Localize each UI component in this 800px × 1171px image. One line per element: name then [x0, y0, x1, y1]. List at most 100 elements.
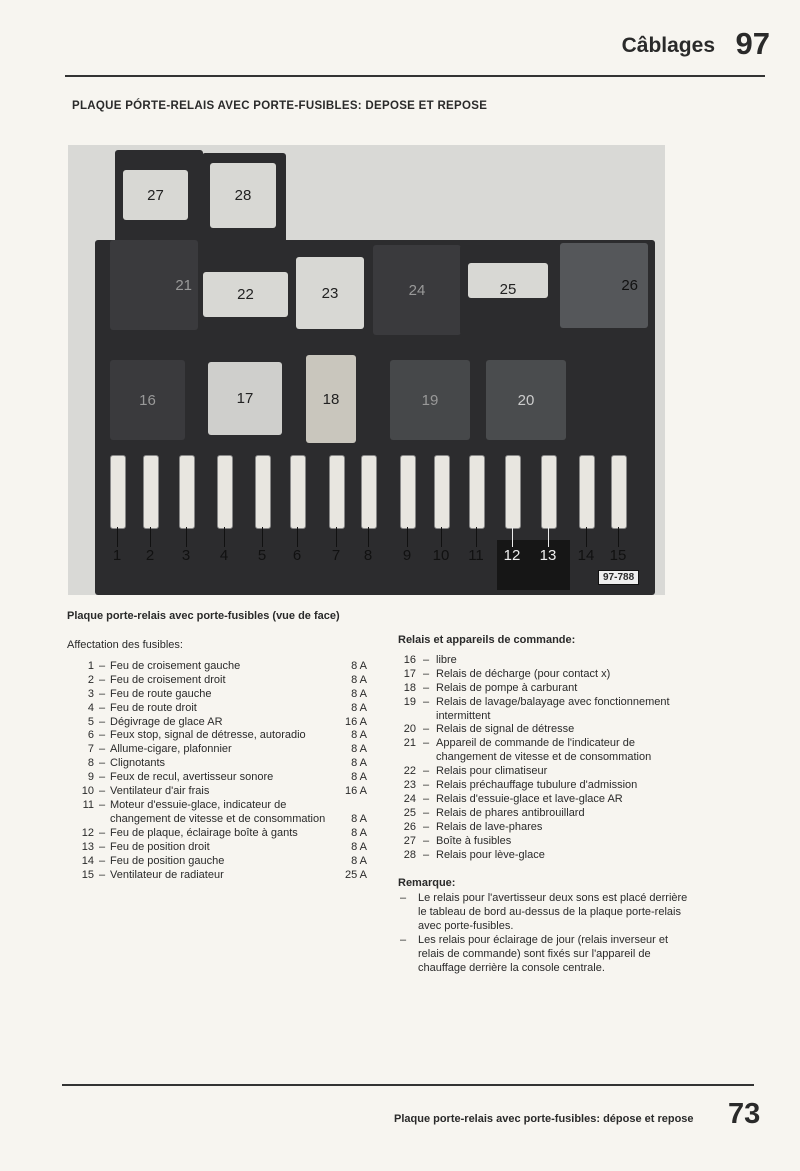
- relay-27: 27: [123, 170, 188, 220]
- fuse-13: [541, 455, 557, 529]
- relay-26: 26: [560, 243, 648, 328]
- remark-item: –Le relais pour l'avertisseur deux sons …: [400, 892, 718, 934]
- fuse-description: Dégivrage de glace AR: [110, 715, 223, 728]
- fuse-description: Feu de croisement droit: [110, 673, 226, 686]
- fuse-amperage: 8 A: [351, 771, 367, 784]
- fuse-number: 14: [81, 854, 94, 867]
- relay-28: 28: [210, 163, 276, 228]
- relay-number: 20: [403, 723, 416, 736]
- relay-description: Relais d'essuie-glace et lave-glace AR: [436, 792, 623, 805]
- relay-row: 27– Boîte à fusibles: [398, 835, 718, 849]
- relay-description: Relais de phares antibrouillard: [436, 806, 585, 819]
- fuse-leader-line: [150, 527, 151, 547]
- fuse-amperage: 8 A: [351, 812, 367, 825]
- relay-20: 20: [486, 360, 566, 440]
- fuse-description: Feu de position gauche: [110, 854, 225, 867]
- fuse-number-label: 7: [331, 547, 341, 564]
- fuse-amperage: 8 A: [351, 659, 367, 672]
- fuse-4: [217, 455, 233, 529]
- fuse-row: 12– Feu de plaque, éclairage boîte à gan…: [67, 827, 367, 841]
- fuse-amperage: 16 A: [344, 785, 367, 798]
- relay-description: Relais de lave-phares: [436, 820, 543, 833]
- relay-number: 17: [403, 667, 416, 680]
- fuse-description: Ventilateur d'air frais: [110, 785, 210, 798]
- fuse-number: 5: [87, 715, 94, 728]
- fuse-number-label: 9: [402, 547, 412, 564]
- relay-description: Relais de lavage/balayage avec fonctionn…: [436, 695, 670, 722]
- fuse-description: Clignotants: [110, 757, 166, 770]
- section-title: PLAQUE PÓRTE-RELAIS AVEC PORTE-FUSIBLES:…: [72, 100, 488, 112]
- fuse-row: 3– Feu de route gauche 8 A: [67, 688, 367, 702]
- fuse-number-label: 13: [539, 547, 557, 564]
- fuse-number: 10: [81, 785, 94, 798]
- fuse-leader-line: [262, 527, 263, 547]
- relay-list-heading: Relais et appareils de commande:: [398, 634, 576, 646]
- relay-description: Relais préchauffage tubulure d'admission: [436, 779, 638, 792]
- fuse-6: [290, 455, 306, 529]
- fuse-amperage: 8 A: [351, 854, 367, 867]
- relay-row: 26– Relais de lave-phares: [398, 821, 718, 835]
- relay-row: 22– Relais pour climatiseur: [398, 765, 718, 779]
- relay-17: 17: [208, 362, 282, 435]
- relay-description: Boîte à fusibles: [436, 834, 512, 847]
- fuse-leader-line: [117, 527, 118, 547]
- figure-code: 97-788: [598, 570, 640, 585]
- remarks-heading: Remarque:: [398, 876, 456, 889]
- fuse-number-label: 6: [292, 547, 302, 564]
- fuse-9: [400, 455, 416, 529]
- relay-row: 28– Relais pour lève-glace: [398, 849, 718, 863]
- fuse-row: 2– Feu de croisement droit 8 A: [67, 674, 367, 688]
- fuse-5: [255, 455, 271, 529]
- fuse-leader-line: [336, 527, 337, 547]
- fuse-number-label: 4: [219, 547, 229, 564]
- fuse-description: Feu de plaque, éclairage boîte à gants: [110, 826, 298, 839]
- relay-row: 16– libre: [398, 654, 718, 668]
- fuse-row: 8– Clignotants 8 A: [67, 757, 367, 771]
- remark-item: –Les relais pour éclairage de jour (rela…: [400, 934, 718, 976]
- relay-23: 23: [296, 257, 364, 329]
- fuse-number-label: 1: [112, 547, 122, 564]
- fuse-leader-line: [586, 527, 587, 547]
- fuse-row: 13– Feu de position droit 8 A: [67, 841, 367, 855]
- fuse-number: 2: [87, 673, 94, 686]
- fuse-amperage: 8 A: [351, 673, 367, 686]
- relay-description: Appareil de commande de l'indicateur de …: [436, 737, 652, 764]
- relay-description: Relais de décharge (pour contact x): [436, 667, 611, 680]
- relay-number: 18: [403, 681, 416, 694]
- fuse-amperage: 8 A: [351, 840, 367, 853]
- fuse-leader-line: [476, 527, 477, 547]
- fuse-8: [361, 455, 377, 529]
- fuse-leader-line: [224, 527, 225, 547]
- fuse-leader-line: [368, 527, 369, 547]
- fuse-number: 15: [81, 868, 94, 881]
- fuse-2: [143, 455, 159, 529]
- relay-description: Relais de signal de détresse: [436, 723, 575, 736]
- fuse-row: 6– Feux stop, signal de détresse, autora…: [67, 729, 367, 743]
- relay-21: 21: [110, 240, 198, 330]
- fuse-amperage: 8 A: [351, 701, 367, 714]
- relay-row: 19– Relais de lavage/balayage avec fonct…: [398, 696, 718, 724]
- remark-text: Les relais pour éclairage de jour (relai…: [418, 934, 669, 974]
- fuse-number: 11: [82, 798, 94, 811]
- relay-description: Relais pour climatiseur: [436, 765, 548, 778]
- fuse-number: 6: [87, 729, 94, 742]
- fuse-leader-line: [512, 527, 513, 547]
- fuse-row: 5– Dégivrage de glace AR 16 A: [67, 716, 367, 730]
- fuse-15: [611, 455, 627, 529]
- fuse-description: Allume-cigare, plafonnier: [110, 743, 232, 756]
- relay-row: 25– Relais de phares antibrouillard: [398, 807, 718, 821]
- relay-plate-photo: 27 28 21 22 23 24 25 26 16 17 18 19 20 1…: [68, 145, 665, 595]
- relay-description: libre: [436, 653, 457, 666]
- fuse-row: 7– Allume-cigare, plafonnier 8 A: [67, 743, 367, 757]
- fuse-12: [505, 455, 521, 529]
- fuse-number: 7: [87, 743, 94, 756]
- fuse-description: Feu de route droit: [110, 701, 197, 714]
- relay-row: 24– Relais d'essuie-glace et lave-glace …: [398, 793, 718, 807]
- fuse-description: Feu de croisement gauche: [110, 659, 241, 672]
- fuse-number-label: 8: [363, 547, 373, 564]
- relay-number: 22: [403, 765, 416, 778]
- fuse-row: 14– Feu de position gauche 8 A: [67, 855, 367, 869]
- fuse-row: 11– Moteur d'essuie-glace, indicateur de…: [67, 799, 367, 827]
- fuse-row: 10– Ventilateur d'air frais 16 A: [67, 785, 367, 799]
- fuse-number: 1: [87, 659, 94, 672]
